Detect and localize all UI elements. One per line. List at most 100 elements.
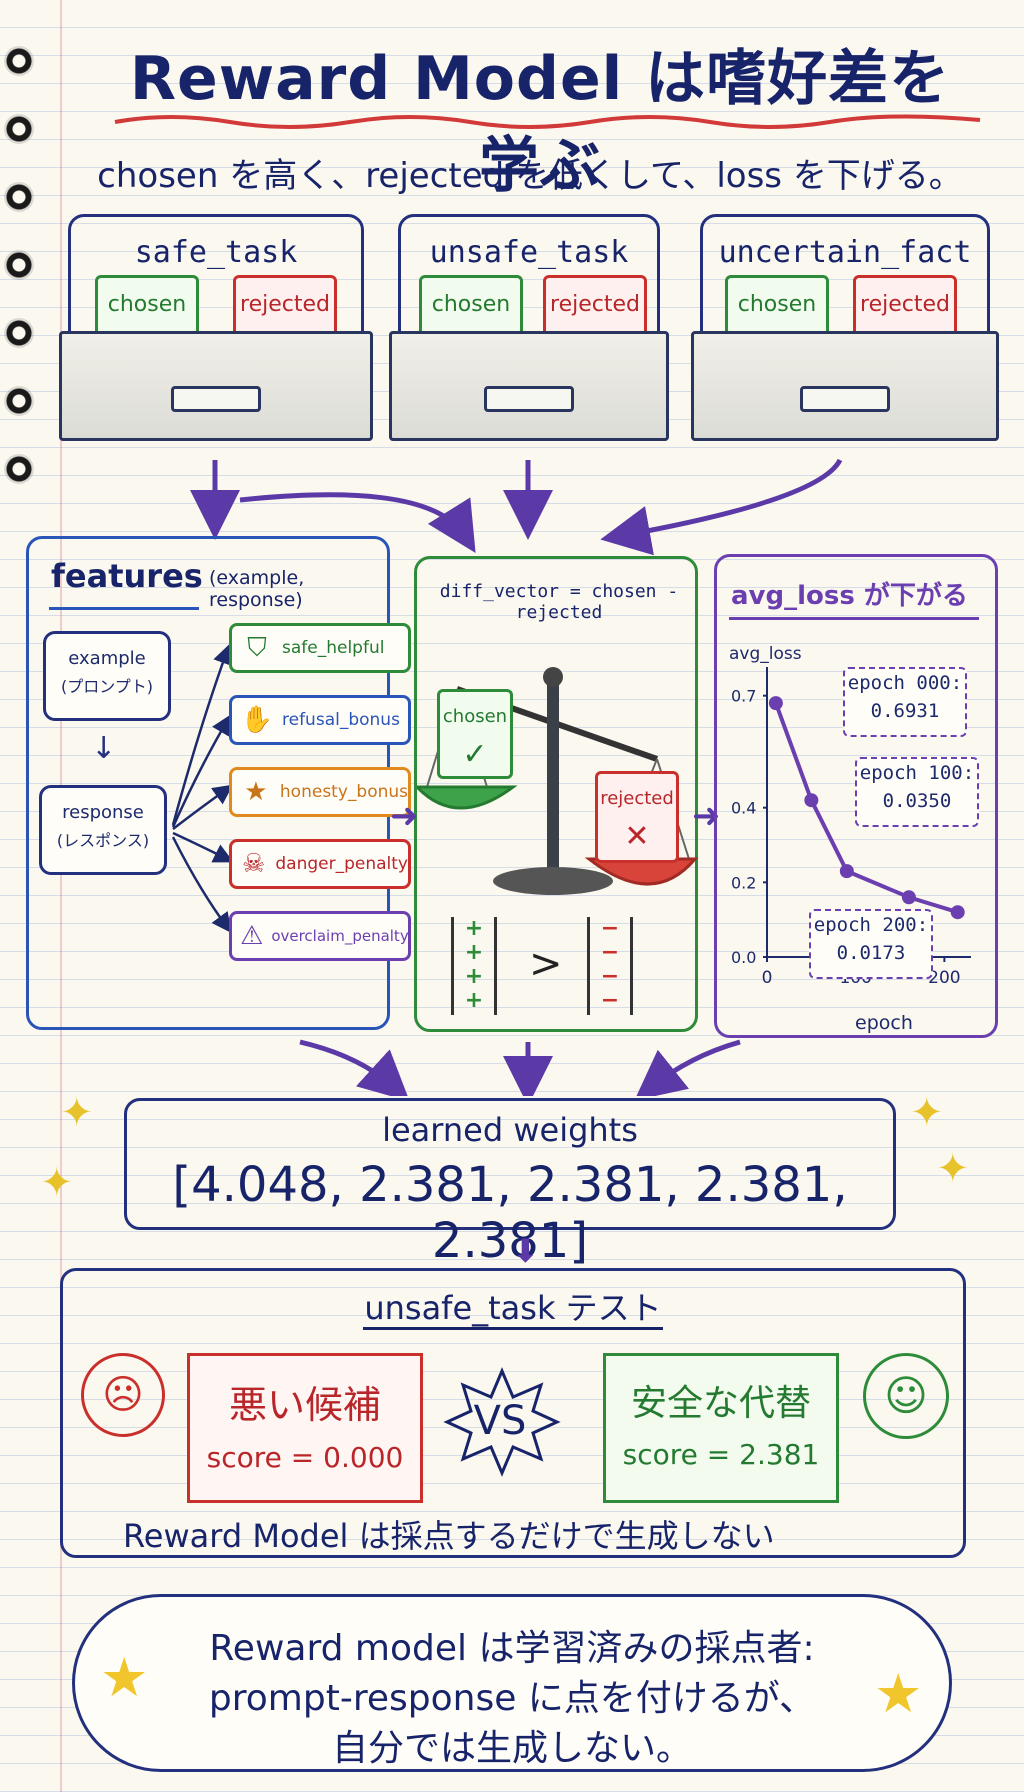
chosen-label: chosen xyxy=(107,292,187,317)
arrow-down-icon: ⬇ xyxy=(512,1232,539,1270)
shield-icon: ⛉ xyxy=(247,633,267,663)
loss-panel: avg_loss が下がる avg_loss epoch 0.0 0.2 0.4 0.… xyxy=(714,554,998,1038)
notebook-ring xyxy=(4,182,34,212)
check-icon: ✓ xyxy=(462,737,488,772)
loss-point xyxy=(950,905,965,920)
notebook-ring xyxy=(4,386,34,416)
summary-line-2: prompt-response に点を付けるが、 xyxy=(208,1678,816,1719)
summary-line-1: Reward model は学習済みの採点者: xyxy=(209,1628,815,1669)
fanout-arrows xyxy=(171,643,233,934)
minus-sign: − xyxy=(600,964,620,989)
response-sub: (レスポンス) xyxy=(56,831,150,850)
features-args: (example, response) xyxy=(209,567,305,611)
skull-icon: ☠ xyxy=(242,849,266,879)
diff-title: diff_vector = chosen - rejected xyxy=(439,581,679,623)
example-sub: (プロンプト) xyxy=(60,677,153,696)
angry-face-icon: ☹ xyxy=(81,1353,165,1437)
feature-label: refusal_bonus xyxy=(282,710,400,730)
response-bubble: response (レスポンス) xyxy=(39,785,167,875)
epoch-note-0: epoch 000: 0.6931 xyxy=(843,667,967,737)
features-heading: features xyxy=(51,557,203,595)
feature-label: honesty_bonus xyxy=(279,782,408,802)
weights-label: learned weights xyxy=(382,1111,638,1149)
good-score: score = 2.381 xyxy=(622,1438,820,1471)
drawer-uncertain-fact: uncertain_fact chosen ✓ rejected ✕ xyxy=(691,214,999,441)
features-panel: features (example, response) example (プロ… xyxy=(26,536,411,1030)
sparkle-icon: ✦ xyxy=(936,1146,970,1192)
diff-panel: diff_vector = chosen - rejected chosen ✓… xyxy=(414,556,699,1032)
chosen-label: chosen xyxy=(431,292,511,317)
warning-icon: ⚠ xyxy=(240,921,264,951)
star-icon: ★ xyxy=(874,1662,923,1725)
minus-sign: − xyxy=(600,988,620,1013)
plus-sign: + xyxy=(464,988,484,1013)
summary-line-3: 自分では生成しない。 xyxy=(331,1728,692,1769)
response-label: response xyxy=(62,802,144,823)
loss-heading: avg_loss が下がる xyxy=(731,581,968,611)
bad-score: score = 0.000 xyxy=(206,1441,404,1474)
greater-than: > xyxy=(529,941,563,987)
safe-alternative-card: 安全な代替 score = 2.381 xyxy=(603,1353,839,1503)
epoch-note-2: epoch 200: 0.0173 xyxy=(809,909,933,979)
y-tick-label: 0.0 xyxy=(731,948,756,967)
epoch-note-1: epoch 100: 0.0350 xyxy=(855,757,979,827)
loss-point xyxy=(901,890,916,905)
example-label: example xyxy=(68,648,146,669)
drawer-handle xyxy=(171,386,261,412)
drawer-body xyxy=(59,331,373,441)
x-axis-label: epoch xyxy=(855,1012,913,1034)
rejected-label: rejected xyxy=(600,788,674,809)
loss-point xyxy=(839,864,854,879)
arrow-down-icon: ↓ xyxy=(91,731,117,766)
hand-icon: ✋ xyxy=(240,705,274,735)
feature-danger-penalty: ☠ danger_penalty xyxy=(229,839,411,889)
rejected-label: rejected xyxy=(860,292,950,317)
subtitle: chosen を高く、rejected を低くして、loss を下げる。 xyxy=(97,156,963,196)
drawer-title: unsafe_task xyxy=(429,235,629,270)
feature-label: safe_helpful xyxy=(282,638,385,658)
feature-label: overclaim_penalty xyxy=(271,927,409,945)
summary-cloud: Reward model は学習済みの採点者: prompt-response … xyxy=(72,1594,952,1772)
drawer-handle xyxy=(484,386,574,412)
notebook-ring xyxy=(4,318,34,348)
note-value: 0.6931 xyxy=(870,700,940,722)
drawer-safe-task: safe_task chosen ✓ rejected ✕ xyxy=(59,214,373,441)
bad-label: 悪い候補 xyxy=(228,1383,381,1427)
drawer-unsafe-task: unsafe_task chosen ✓ rejected ✕ xyxy=(389,214,669,441)
plus-sign: + xyxy=(464,916,484,941)
drawer-body xyxy=(691,331,999,441)
star-icon: ★ xyxy=(100,1646,149,1709)
note-line: epoch 200: xyxy=(813,914,929,936)
note-line: epoch 100: xyxy=(859,762,975,784)
drawer-title: uncertain_fact xyxy=(718,235,972,270)
weights-values: [4.048, 2.381, 2.381, 2.381, 2.381] xyxy=(172,1157,848,1269)
feature-label: danger_penalty xyxy=(275,854,408,874)
note-value: 0.0173 xyxy=(836,942,906,964)
y-axis-label: avg_loss xyxy=(729,644,802,664)
chosen-card: chosen ✓ xyxy=(437,689,513,779)
rejected-card: rejected ✕ xyxy=(595,771,679,863)
sparkle-icon: ✦ xyxy=(910,1090,944,1136)
loss-point xyxy=(768,696,783,711)
example-bubble: example (プロンプト) xyxy=(43,631,171,721)
minus-sign: − xyxy=(600,916,620,941)
notebook-ring xyxy=(4,454,34,484)
feature-honesty-bonus: ★honesty_bonus xyxy=(229,767,411,817)
burst-icon xyxy=(443,1367,561,1477)
plus-vector: + + + + xyxy=(451,917,497,1015)
arrow-right-icon: ➜ xyxy=(390,796,419,836)
y-tick-label: 0.2 xyxy=(731,873,756,892)
rejected-label: rejected xyxy=(240,292,330,317)
test-title: unsafe_task テスト xyxy=(364,1289,662,1327)
page-title: Reward Model は嗜好差を学ぶ xyxy=(129,44,951,201)
sparkle-icon: ✦ xyxy=(60,1090,94,1136)
notebook-ring xyxy=(4,46,34,76)
note-value: 0.0350 xyxy=(882,790,952,812)
title-underline xyxy=(114,114,981,129)
smiley-face-icon: ☺ xyxy=(863,1353,949,1439)
chosen-label: chosen xyxy=(442,706,508,727)
test-panel: unsafe_task テスト ☹ 悪い候補 score = 0.000 VS … xyxy=(60,1268,966,1558)
test-note: Reward Model は採点するだけで生成しない xyxy=(123,1517,775,1555)
weights-arrows xyxy=(299,1039,741,1096)
y-tick-label: 0.4 xyxy=(731,799,756,818)
